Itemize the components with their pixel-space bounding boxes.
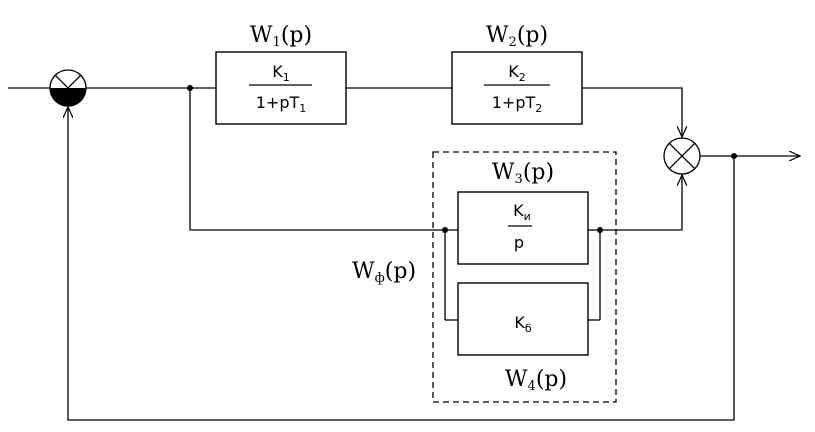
block-w2-denominator: 1+pT2 xyxy=(492,93,543,115)
block-w2-label: W2(p) xyxy=(486,23,548,50)
junction-dot xyxy=(731,153,737,159)
junction-dot xyxy=(597,227,603,233)
branch-to-filter xyxy=(189,88,458,231)
signal-lines xyxy=(8,87,800,421)
block-w4: Kб xyxy=(457,282,589,356)
block-w4-box xyxy=(457,282,589,356)
block-w4-value: Kб xyxy=(514,313,532,335)
block-w3-denominator: p xyxy=(514,233,524,252)
junction-dots xyxy=(187,85,737,233)
block-w2: K2 1+pT2 xyxy=(451,51,583,125)
block-w1-numerator: K1 xyxy=(272,62,290,84)
block-w4-label: W4(p) xyxy=(505,367,567,394)
block-w2-box xyxy=(451,51,583,125)
block-w3-label: W3(p) xyxy=(492,160,554,187)
block-w1-box xyxy=(215,51,347,125)
block-w2-numerator: K2 xyxy=(508,62,526,84)
filter-dashed-frame xyxy=(432,151,617,403)
line-w2-to-sum2 xyxy=(582,87,682,137)
feedback-line xyxy=(68,107,735,421)
block-w1-label: W1(p) xyxy=(250,23,312,50)
block-w1-denominator: 1+pT1 xyxy=(256,93,307,115)
junction-dot xyxy=(187,85,193,91)
junction-dot xyxy=(442,227,448,233)
block-w3: Kи p xyxy=(457,191,589,265)
summing-junction-1 xyxy=(49,69,87,107)
filter-label: Wф(p) xyxy=(352,259,416,286)
block-w3-box xyxy=(457,191,589,265)
block-w3-numerator: Kи xyxy=(513,201,531,223)
summing-junction-2 xyxy=(663,137,701,175)
line-filter-to-sum2 xyxy=(600,175,682,231)
block-w1: K1 1+pT1 xyxy=(215,51,347,125)
